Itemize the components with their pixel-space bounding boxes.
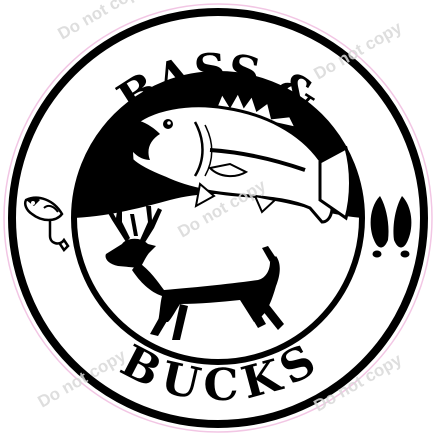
fishing-lure-icon bbox=[24, 196, 70, 252]
whitetail-buck-icon bbox=[104, 204, 284, 340]
largemouth-bass-icon bbox=[126, 89, 352, 224]
cut-outline bbox=[3, 3, 433, 433]
deer-track-icon bbox=[370, 196, 412, 258]
